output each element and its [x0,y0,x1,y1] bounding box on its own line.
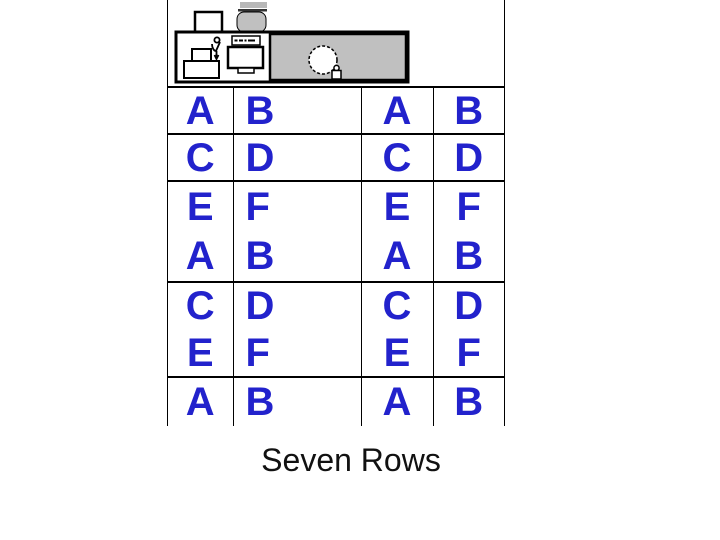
table-cell: A [168,231,233,283]
stacked-boxes-icon [183,60,220,79]
clipart-row [168,0,504,88]
table-cell: D [432,282,504,329]
jar-lid [240,2,267,8]
table-cell: C [360,282,433,329]
table-cell: D [232,134,361,182]
table-cell: A [360,231,433,283]
plug-cord-icon [211,36,221,62]
table-row: A B A B [168,87,504,135]
table-cell: C [168,134,233,182]
table-row: A B A B [168,231,504,283]
table-cell: A [168,87,233,135]
table-cell: E [168,329,233,378]
table-cell: F [232,181,361,231]
table-cell: B [232,87,361,135]
table-cell: F [432,329,504,378]
table-cell: E [186,184,214,229]
table-row: C D C D [168,134,504,182]
table-cell: F [232,329,361,378]
box-icon [193,10,224,34]
table-cell: A [185,380,215,424]
letters-table-wrapper: A B A B C D C D E F E F A B A B [167,0,505,426]
table-cell: A [360,377,433,426]
table-cell: D [432,134,504,182]
table-cell: C [185,284,215,328]
table-row: E F E F [168,329,504,378]
office-machine-clipart [174,2,410,84]
stacked-boxes-top [191,48,212,62]
table-cell: E [360,181,433,231]
table-cell: F [432,181,504,231]
register-foot [237,67,255,74]
table-row: A B A B [168,377,504,426]
table-cell: B [432,377,504,426]
table-cell: B [432,87,504,135]
table-cell: A [360,87,433,135]
table-cell: B [432,231,504,283]
table-cell: C [360,134,433,182]
letters-table: A B A B C D C D E F E F A B A B [168,0,504,426]
register-label-marks [234,39,255,42]
clipart-cell [168,0,504,88]
pawn-icon [331,69,342,80]
jar-rim [238,9,267,12]
table-row: E F E F [168,181,504,231]
caption-text: Seven Rows [261,442,441,478]
dial-circle-icon [308,45,338,75]
table-row: C D C D [168,282,504,329]
table-cell: B [232,231,361,283]
jar-icon [236,11,267,33]
table-cell: D [232,282,361,329]
cash-register-icon [226,45,265,70]
table-cell: B [232,377,361,426]
table-cell: E [360,329,433,378]
